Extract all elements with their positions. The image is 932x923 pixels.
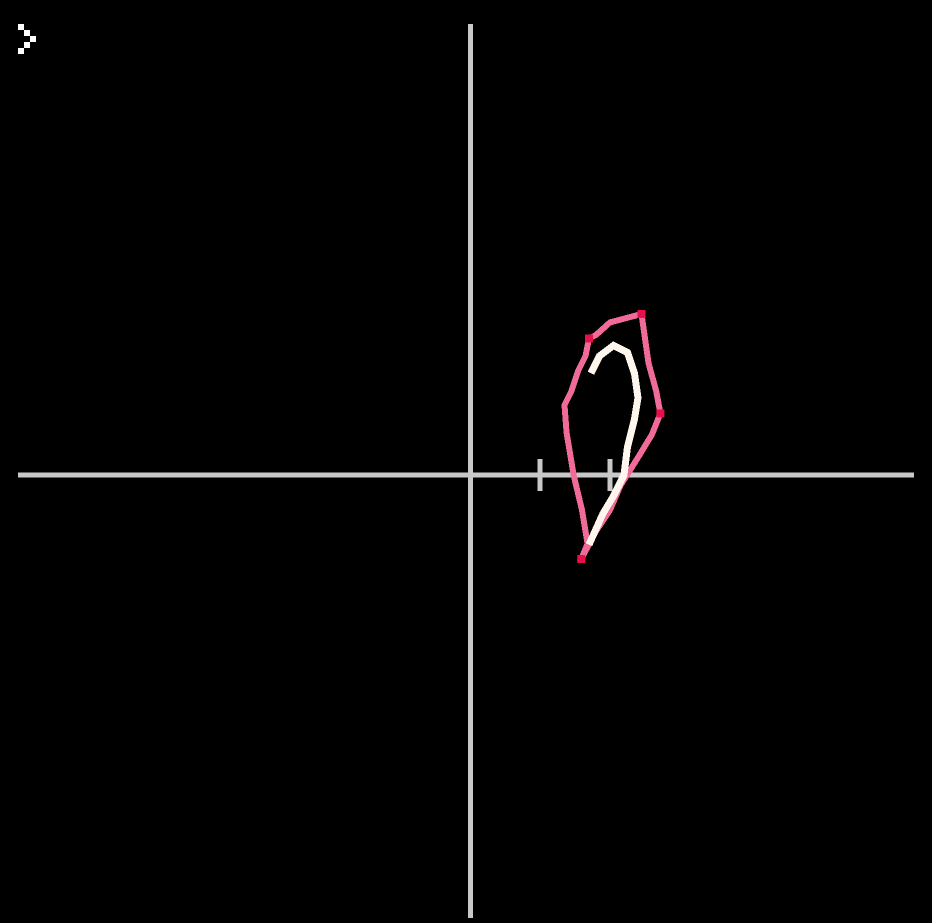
x-axis-tick (607, 459, 613, 491)
axes (18, 24, 914, 918)
chevron-pixel (24, 30, 30, 36)
curve-vertex (637, 310, 646, 318)
chevron-pixel (18, 24, 24, 30)
outer-curve (561, 310, 664, 564)
chevron-right-icon[interactable] (16, 24, 44, 64)
chevron-pixel (30, 36, 36, 42)
curve-vertex (656, 409, 665, 418)
chevron-pixel (24, 42, 30, 48)
inner-curve (585, 341, 642, 547)
chevron-pixel (18, 48, 24, 54)
curve-vertex (585, 334, 593, 343)
curves (561, 310, 665, 564)
x-axis-tick (537, 459, 543, 491)
y-axis (468, 24, 473, 918)
curve-vertex (577, 555, 586, 563)
x-axis (18, 472, 914, 478)
